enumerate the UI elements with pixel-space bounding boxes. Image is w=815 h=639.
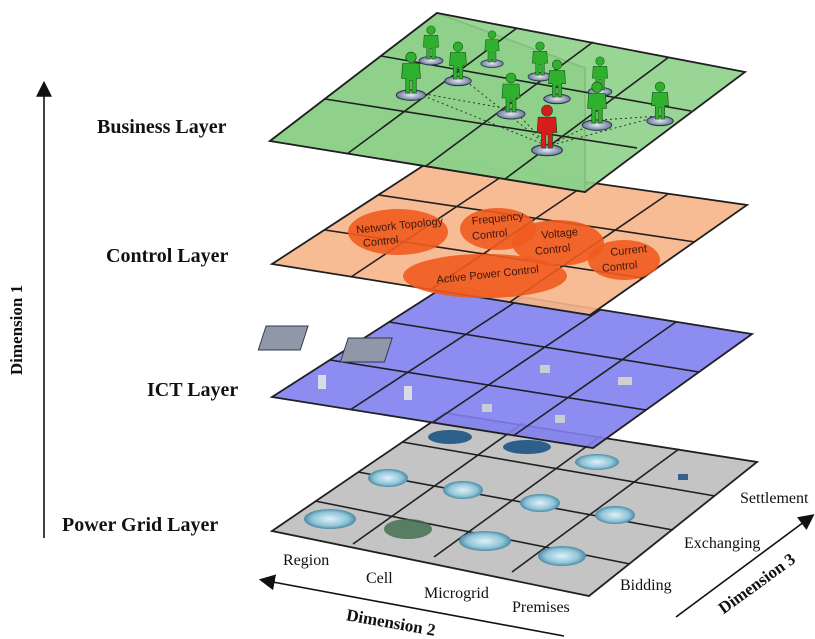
control-layer: Network Topology Control Frequency Contr… [269, 159, 750, 316]
power-grid-layer [269, 412, 760, 597]
grid-asset-image [368, 469, 408, 487]
actor-green-icon [646, 81, 674, 127]
power-grid-plane [269, 412, 760, 597]
dimension-1-title: Dimension 1 [7, 285, 26, 375]
power-grid-layer-label: Power Grid Layer [62, 514, 218, 536]
ict-plane [269, 284, 755, 449]
business-actors [395, 25, 674, 157]
current-label: Current [610, 243, 648, 259]
grid-asset-image [459, 531, 511, 551]
ict-devices [257, 325, 632, 423]
active-power-control-ellipse [403, 254, 567, 298]
dimension-2-tick-cell: Cell [366, 570, 393, 587]
router-image [618, 377, 632, 385]
grid-asset-image [678, 474, 688, 480]
dimension-2-tick-premises: Premises [512, 599, 570, 616]
grid-asset-image [503, 440, 551, 454]
actor-green-icon [527, 41, 553, 82]
voltage-label-2: Control [534, 242, 571, 258]
current-label-2: Control [601, 259, 638, 275]
actor-green-icon [418, 25, 444, 66]
dimension-2-axis [258, 574, 565, 637]
actor-green-icon [581, 81, 613, 131]
voltage-control-ellipse [512, 220, 604, 266]
actor-green-icon [480, 30, 504, 69]
dimension-3-tick-bidding: Bidding [620, 577, 672, 594]
ict-gridlines [329, 296, 700, 437]
voltage-label: Voltage [541, 226, 579, 242]
grid-asset-image [443, 481, 483, 499]
ict-layer-label: ICT Layer [147, 379, 238, 401]
actor-red-icon [531, 104, 563, 157]
network-topology-label-2: Control [362, 234, 399, 250]
actor-green-icon [395, 51, 427, 101]
power-grid-assets [304, 430, 688, 566]
server-rack-image [339, 337, 393, 363]
control-functions: Network Topology Control Frequency Contr… [348, 208, 660, 298]
dimension-2-tick-microgrid: Microgrid [424, 585, 489, 602]
business-layer-label: Business Layer [97, 116, 227, 138]
dimension-3-tick-settlement: Settlement [740, 490, 809, 507]
dimension-2-tick-region: Region [283, 552, 329, 569]
grid-asset-image [575, 454, 619, 470]
actor-green-icon [496, 72, 526, 120]
grid-asset-image [520, 494, 560, 512]
dimension-3-title: Dimension 3 [715, 549, 799, 617]
network-topology-control-ellipse [348, 209, 448, 255]
frequency-label-2: Control [471, 227, 508, 243]
grid-asset-image [595, 506, 635, 524]
dimension-3-axis [675, 514, 815, 618]
grid-asset-image [384, 519, 432, 539]
business-layer [267, 11, 748, 194]
current-control-ellipse [588, 240, 660, 280]
ict-layer [257, 284, 755, 449]
control-layer-label: Control Layer [106, 245, 229, 267]
frequency-label: Frequency [471, 210, 524, 227]
grid-asset-image [304, 509, 356, 529]
server-rack-image [257, 325, 309, 351]
grid-asset-image [538, 546, 586, 566]
router-image [318, 375, 326, 389]
router-image [404, 386, 412, 400]
grid-asset-image [428, 430, 472, 444]
router-image [482, 404, 492, 412]
dimension-3-tick-exchanging: Exchanging [684, 535, 760, 552]
actor-green-icon [444, 41, 472, 87]
router-image [555, 415, 565, 423]
router-image [540, 365, 550, 373]
actor-green-icon [543, 59, 571, 105]
